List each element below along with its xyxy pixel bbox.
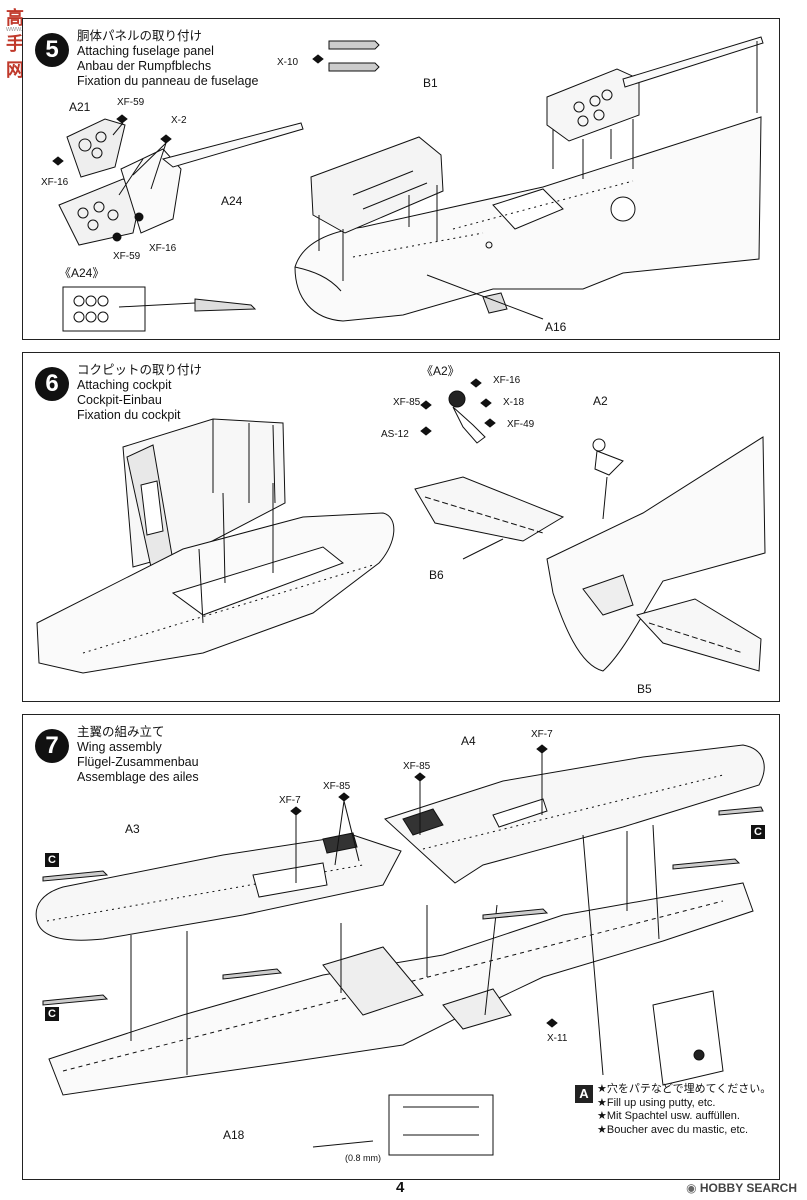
title-de: Anbau der Rumpfblechs: [77, 59, 212, 73]
step-7-panel: 7 主翼の組み立て Wing assembly Flügel-Zusammenb…: [22, 714, 780, 1180]
step-number: 6: [35, 367, 69, 401]
part-b6: [414, 476, 565, 542]
step-number: 7: [35, 729, 69, 763]
label-x10: X-10: [277, 57, 299, 68]
step-5-diagram: A21 XF-59 X-2 XF-16 A24 XF-16 XF-59 《A24…: [41, 36, 764, 334]
label-xf7-top: XF-7: [531, 729, 553, 740]
label-x11: X-11: [547, 1033, 568, 1044]
label-xf49: XF-49: [507, 419, 535, 430]
hobbysearch-logo: ◉ HOBBY SEARCH: [686, 1181, 797, 1195]
label-x18: X-18: [503, 397, 525, 408]
part-b5: [636, 598, 762, 672]
label-xf16: XF-16: [493, 375, 521, 386]
label-xf16-a: XF-16: [41, 177, 69, 188]
label-a18: A18: [223, 1128, 245, 1142]
note-de: ★Mit Spachtel usw. auffüllen.: [597, 1110, 740, 1122]
title-en: Attaching fuselage panel: [77, 44, 214, 58]
title-jp: コクピットの取り付け: [77, 363, 203, 377]
fuselage-panel: [546, 68, 640, 142]
label-drill-size: (0.8 mm): [345, 1153, 381, 1163]
label-b6: B6: [429, 568, 444, 582]
label-xf7-left: XF-7: [279, 795, 301, 806]
step-titles: コクピットの取り付け Attaching cockpit Cockpit-Ein…: [77, 363, 202, 423]
title-de: Cockpit-Einbau: [77, 393, 162, 407]
title-fr: Fixation du cockpit: [77, 408, 181, 422]
label-b5: B5: [637, 682, 652, 696]
logo-text: HOBBY SEARCH: [699, 1181, 797, 1195]
label-xf85-left: XF-85: [323, 781, 351, 792]
title-en: Attaching cockpit: [77, 378, 172, 392]
step-6-panel: 6 コクピットの取り付け Attaching cockpit Cockpit-E…: [22, 352, 780, 702]
title-jp: 胴体パネルの取り付け: [77, 29, 203, 43]
label-b1: B1: [423, 76, 438, 90]
note-letter-a: A: [575, 1085, 593, 1103]
callout-c-left-bottom: C: [45, 1007, 59, 1021]
step-6-diagram: 《A2》 XF-16 XF-85 X-18 AS-12 XF-49 A2 B6 …: [36, 364, 766, 696]
part-a4: [384, 744, 765, 884]
note-fr: ★Boucher avec du mastic, etc.: [597, 1123, 749, 1136]
logo-icon: ◉: [686, 1181, 700, 1195]
label-xf85-mid: XF-85: [403, 761, 431, 772]
note-jp: ★穴をパテなどで埋めてください。: [597, 1083, 772, 1095]
part-a3: [35, 834, 402, 941]
label-a21: A21: [69, 100, 91, 114]
label-a2-detail: 《A2》: [421, 364, 460, 378]
title-en: Wing assembly: [77, 740, 162, 754]
step-7-diagram: A4 XF-7 XF-85 XF-7 XF-85 A3 X-11 A18 (0.…: [35, 729, 765, 1163]
watermark-text: 高手网: [6, 8, 24, 80]
label-a24: A24: [221, 194, 243, 208]
step-titles: 主翼の組み立て Wing assembly Flügel-Zusammenbau…: [77, 725, 199, 785]
label-a3: A3: [125, 822, 140, 836]
title-de: Flügel-Zusammenbau: [77, 755, 199, 769]
title-fr: Assemblage des ailes: [77, 770, 199, 784]
label-as12: AS-12: [381, 429, 409, 440]
note-lines: ★穴をパテなどで埋めてください。 ★Fill up using putty, e…: [597, 1083, 771, 1137]
label-a16: A16: [545, 320, 567, 334]
label-xf16-b: XF-16: [149, 243, 177, 254]
step-5-panel: 5 胴体パネルの取り付け Attaching fuselage panel An…: [22, 18, 780, 340]
callout-c-left-top: C: [45, 853, 59, 867]
step-number: 5: [35, 33, 69, 67]
label-xf85: XF-85: [393, 397, 421, 408]
note-en: ★Fill up using putty, etc.: [597, 1096, 716, 1109]
label-a2: A2: [593, 394, 608, 408]
label-a4: A4: [461, 734, 476, 748]
label-xf59-a: XF-59: [117, 97, 145, 108]
label-x2: X-2: [171, 115, 187, 126]
step-titles: 胴体パネルの取り付け Attaching fuselage panel Anba…: [77, 29, 258, 89]
label-xf59-b: XF-59: [113, 251, 141, 262]
label-a24-detail: 《A24》: [59, 266, 104, 280]
page-number: 4: [396, 1179, 405, 1196]
part-a16: [482, 292, 508, 314]
title-jp: 主翼の組み立て: [77, 725, 165, 739]
title-fr: Fixation du panneau de fuselage: [77, 74, 259, 88]
callout-c-right: C: [751, 825, 765, 839]
